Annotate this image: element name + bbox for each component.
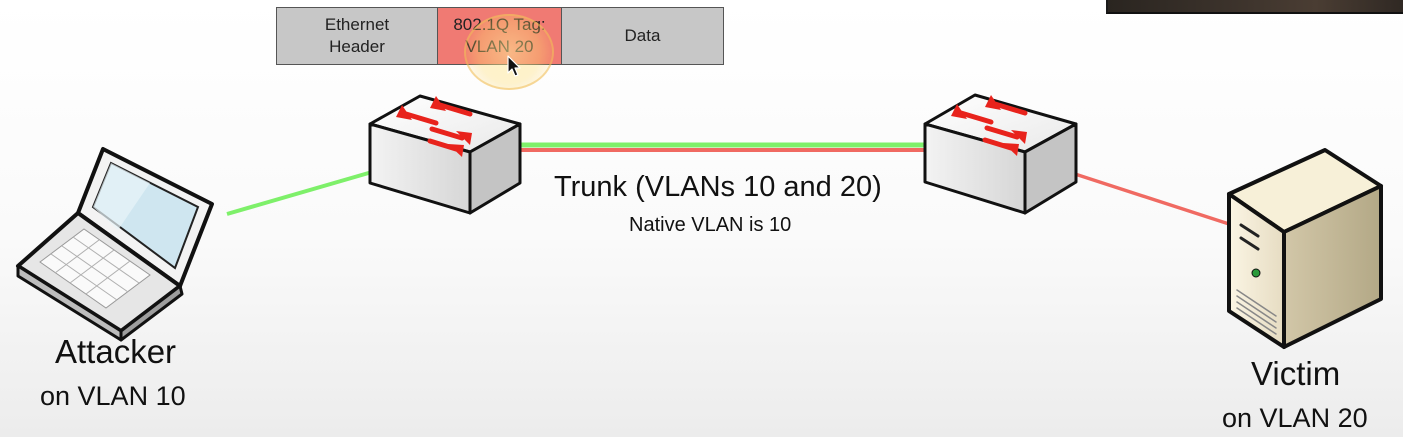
victim-vlan-label: on VLAN 20: [1222, 403, 1368, 433]
vlan-tag-cell: 802.1Q Tag: VLAN 20: [438, 8, 562, 64]
switch-icon: [368, 94, 522, 215]
victim-label: Victim: [1251, 355, 1341, 392]
data-cell: Data: [562, 8, 723, 64]
attacker-vlan-label: on VLAN 10: [40, 381, 186, 411]
ethernet-header-cell: Ethernet Header: [277, 8, 438, 64]
cursor-icon: [507, 55, 521, 77]
attacker-access-link: [226, 170, 373, 216]
data-label: Data: [624, 26, 661, 45]
vlan-tag-label: 802.1Q Tag: VLAN 20: [453, 15, 546, 56]
native-vlan-note: Native VLAN is 10: [629, 214, 792, 236]
server-icon: [1227, 148, 1383, 349]
attacker-label: Attacker: [55, 333, 177, 370]
ethernet-header-label: Ethernet Header: [324, 15, 390, 56]
laptop-icon: [16, 147, 214, 342]
frame-format-table: Ethernet Header 802.1Q Tag: VLAN 20 Data: [276, 7, 724, 65]
trunk-title: Trunk (VLANs 10 and 20): [554, 171, 882, 203]
webcam-overlay: [1106, 0, 1403, 14]
switch-icon: [923, 93, 1078, 215]
victim-access-link: [1074, 172, 1230, 226]
